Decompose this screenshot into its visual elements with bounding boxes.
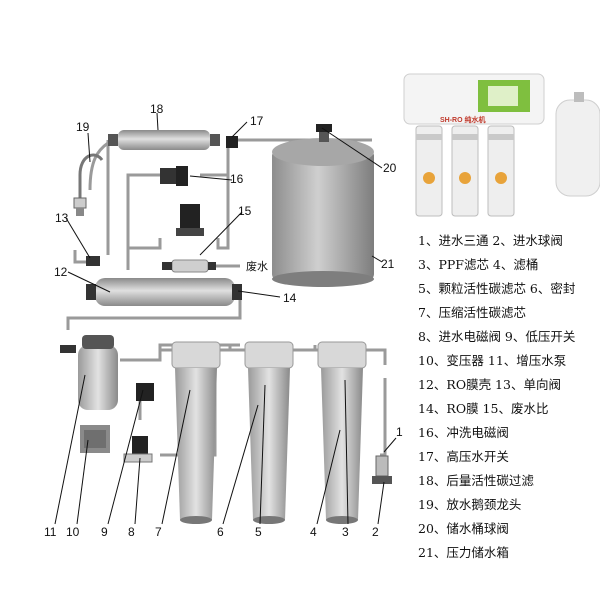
callout-13: 13 [55, 211, 69, 225]
callout-20: 20 [383, 161, 397, 175]
post-carbon-filter [108, 130, 220, 150]
legend-item: 21、压力储水箱 [418, 545, 509, 560]
waste-ratio-valve [162, 259, 216, 273]
transformer [80, 425, 110, 453]
callout-2: 2 [372, 525, 379, 539]
low-pressure-switch [136, 383, 154, 401]
callout-10: 10 [66, 525, 80, 539]
legend-item: 12、RO膜壳 13、单向阀 [418, 377, 561, 392]
filter-housing-cto [317, 341, 367, 524]
callout-21: 21 [381, 257, 395, 271]
legend-item: 5、颗粒活性碳滤芯 6、密封 [418, 281, 576, 296]
leader-lines [54, 112, 397, 525]
inlet-solenoid-valve [123, 436, 153, 463]
legend-item: 3、PPF滤芯 4、滤桶 [418, 257, 539, 272]
legend-item: 18、后量活性碳过滤 [418, 473, 534, 488]
check-valve [86, 256, 100, 266]
callout-11: 11 [44, 525, 57, 539]
callout-9: 9 [101, 525, 108, 539]
filter-housing-pp [171, 341, 221, 524]
product-photo-ro-unit: SH-RO 纯水机 [403, 73, 545, 217]
waste-water-label: 废水 [246, 259, 268, 273]
flush-solenoid-valve [160, 166, 188, 186]
callout-8: 8 [128, 525, 135, 539]
gooseneck-faucet [73, 153, 104, 216]
legend-item: 8、进水电磁阀 9、低压开关 [418, 329, 576, 344]
callout-15: 15 [238, 204, 252, 218]
legend-item: 17、高压水开关 [418, 449, 509, 464]
callout-3: 3 [342, 525, 349, 539]
legend-item: 7、压缩活性碳滤芯 [418, 305, 526, 320]
legend-item: 19、放水鹅颈龙头 [418, 497, 522, 512]
filter-housing-gac [244, 341, 294, 524]
callout-4: 4 [310, 525, 317, 539]
callout-5: 5 [255, 525, 262, 539]
waste-valve [176, 204, 204, 236]
pressure-tank [272, 128, 374, 287]
legend-item: 16、冲洗电磁阀 [418, 425, 509, 440]
inlet-ball-valve [372, 476, 392, 484]
callout-7: 7 [155, 525, 162, 539]
high-pressure-switch [226, 136, 238, 148]
callout-18: 18 [150, 102, 164, 116]
inlet-tee [375, 455, 389, 477]
legend-item: 20、储水桶球阀 [418, 521, 509, 536]
legend-item: 10、变压器 11、增压水泵 [418, 353, 567, 368]
legend-item: 1、进水三通 2、进水球阀 [418, 233, 563, 248]
callout-14: 14 [283, 291, 297, 305]
callout-6: 6 [217, 525, 224, 539]
callout-12: 12 [54, 265, 68, 279]
product-photo-tank [555, 92, 600, 197]
tank-ball-valve [316, 124, 332, 132]
booster-pump [60, 335, 118, 410]
legend-item: 14、RO膜 15、废水比 [418, 401, 549, 416]
callout-1: 1 [396, 425, 403, 439]
callout-19: 19 [76, 120, 90, 134]
callout-16: 16 [230, 172, 244, 186]
callout-17: 17 [250, 114, 264, 128]
ro-membrane-housing [86, 278, 242, 306]
photo-unit-label: SH-RO 纯水机 [440, 115, 486, 124]
